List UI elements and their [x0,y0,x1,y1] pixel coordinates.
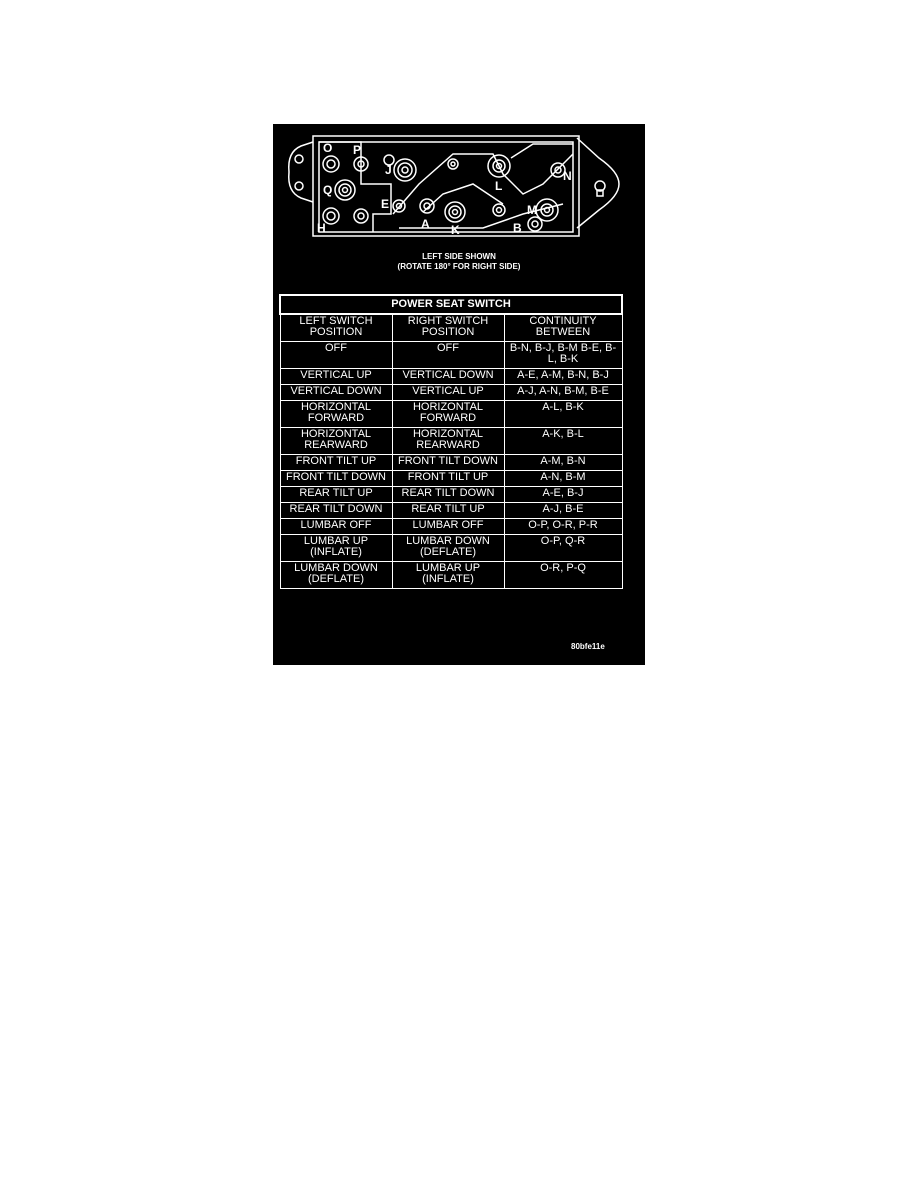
terminal-label-k: K [451,223,460,237]
terminal-p [353,156,369,172]
switch-connector-diagram: O P Q H E A K J L N M B [288,135,620,237]
right-mounting-ear [576,137,620,229]
cell-continuity: B-N, B-J, B-M B-E, B-L, B-K [503,341,623,369]
table-row: FRONT TILT UP FRONT TILT DOWN A-M, B-N [279,454,623,471]
cell-left: FRONT TILT DOWN [279,470,393,487]
terminal-label-m: M [527,203,537,217]
column-header-right: RIGHT SWITCH POSITION [391,313,505,342]
cell-right: LUMBAR OFF [391,518,505,535]
table-row: OFF OFF B-N, B-J, B-M B-E, B-L, B-K [279,341,623,369]
cell-left: OFF [279,341,393,369]
cell-continuity: A-J, B-E [503,502,623,519]
terminal-l [487,154,511,178]
caption-line-1: LEFT SIDE SHOWN [422,252,496,261]
cell-right: VERTICAL UP [391,384,505,401]
cell-right: FRONT TILT DOWN [391,454,505,471]
terminal-m [535,198,559,222]
cell-left: REAR TILT UP [279,486,393,503]
cell-left: LUMBAR UP (INFLATE) [279,534,393,562]
cell-right: VERTICAL DOWN [391,368,505,385]
cell-continuity: A-L, B-K [503,400,623,428]
cell-right: HORIZONTAL REARWARD [391,427,505,455]
cell-right: REAR TILT DOWN [391,486,505,503]
cell-continuity: A-E, B-J [503,486,623,503]
terminal-o [322,155,340,173]
figure-code: 80bfe11e [571,642,605,651]
table-row: VERTICAL UP VERTICAL DOWN A-E, A-M, B-N,… [279,368,623,385]
terminal-label-h: H [317,221,326,235]
cell-left: VERTICAL DOWN [279,384,393,401]
table-row: FRONT TILT DOWN FRONT TILT UP A-N, B-M [279,470,623,487]
table-row: HORIZONTAL FORWARD HORIZONTAL FORWARD A-… [279,400,623,428]
cell-left: HORIZONTAL REARWARD [279,427,393,455]
power-seat-switch-table: POWER SEAT SWITCH LEFT SWITCH POSITION R… [279,294,623,589]
cell-continuity: A-N, B-M [503,470,623,487]
terminal-label-p: P [353,143,361,157]
terminal-j [393,158,417,182]
cell-continuity: A-K, B-L [503,427,623,455]
table-row: REAR TILT DOWN REAR TILT UP A-J, B-E [279,502,623,519]
cell-continuity: A-M, B-N [503,454,623,471]
terminal-label-j: J [385,163,392,177]
cell-left: HORIZONTAL FORWARD [279,400,393,428]
cell-left: VERTICAL UP [279,368,393,385]
table-row: REAR TILT UP REAR TILT DOWN A-E, B-J [279,486,623,503]
figure-panel: O P Q H E A K J L N M B LEFT SIDE SHOWN … [273,124,645,665]
terminal-a [419,198,435,214]
cell-right: LUMBAR UP (INFLATE) [391,561,505,589]
cell-continuity: O-P, Q-R [503,534,623,562]
column-header-left: LEFT SWITCH POSITION [279,313,393,342]
cell-left: FRONT TILT UP [279,454,393,471]
terminal-e [392,199,406,213]
cell-left: REAR TILT DOWN [279,502,393,519]
cell-continuity: A-J, A-N, B-M, B-E [503,384,623,401]
terminal-label-b: B [513,221,522,235]
terminal-n [550,162,566,178]
terminal-label-a: A [421,217,430,231]
terminal-label-o: O [323,141,332,155]
terminal-label-e: E [381,197,389,211]
terminal-q [334,179,356,201]
diagram-caption: LEFT SIDE SHOWN (ROTATE 180° FOR RIGHT S… [273,252,645,272]
terminal-label-l: L [495,179,502,193]
column-header-continuity: CONTINUITY BETWEEN [503,313,623,342]
cell-right: HORIZONTAL FORWARD [391,400,505,428]
table-row: HORIZONTAL REARWARD HORIZONTAL REARWARD … [279,427,623,455]
table-title: POWER SEAT SWITCH [279,294,623,315]
terminal-b [527,216,543,232]
cell-left: LUMBAR DOWN (DEFLATE) [279,561,393,589]
cell-left: LUMBAR OFF [279,518,393,535]
caption-line-2: (ROTATE 180° FOR RIGHT SIDE) [397,262,521,271]
cell-continuity: A-E, A-M, B-N, B-J [503,368,623,385]
cell-right: REAR TILT UP [391,502,505,519]
cell-right: FRONT TILT UP [391,470,505,487]
terminal-h [322,207,340,225]
cell-right: OFF [391,341,505,369]
table-row: LUMBAR OFF LUMBAR OFF O-P, O-R, P-R [279,518,623,535]
switch-housing [312,135,580,237]
table-row: LUMBAR UP (INFLATE) LUMBAR DOWN (DEFLATE… [279,534,623,562]
terminal-label-n: N [563,169,572,183]
cell-continuity: O-P, O-R, P-R [503,518,623,535]
table-row: VERTICAL DOWN VERTICAL UP A-J, A-N, B-M,… [279,384,623,401]
terminal-label-q: Q [323,183,332,197]
cell-right: LUMBAR DOWN (DEFLATE) [391,534,505,562]
table-row: LUMBAR DOWN (DEFLATE) LUMBAR UP (INFLATE… [279,561,623,589]
left-mounting-ear [288,141,314,203]
cell-continuity: O-R, P-Q [503,561,623,589]
terminal-k [444,201,466,223]
